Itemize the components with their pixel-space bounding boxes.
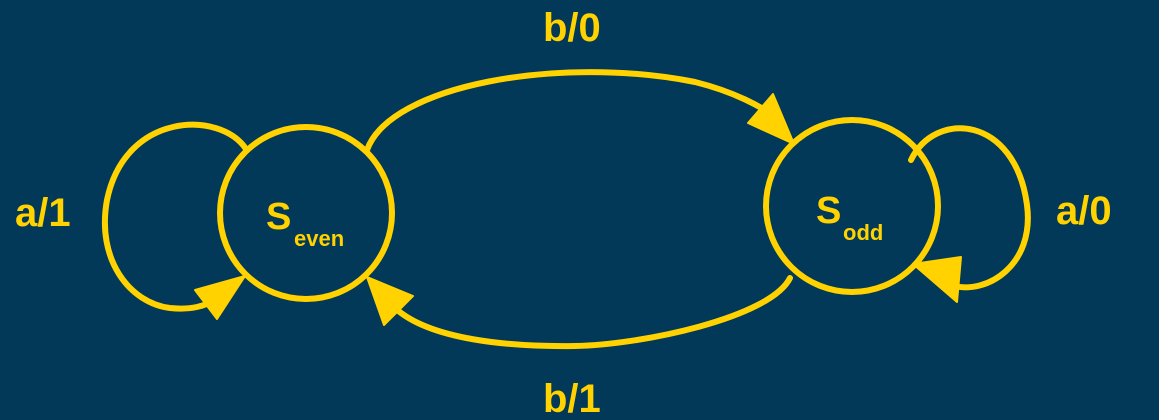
arrowhead-self-loop-odd xyxy=(912,256,962,303)
arrowhead-even-to-odd xyxy=(747,93,795,145)
state-even-main-label: S xyxy=(266,196,291,238)
arrowhead-self-loop-even xyxy=(194,275,246,320)
transition-even-to-odd-label: b/0 xyxy=(543,6,601,50)
self-loop-even xyxy=(101,121,249,312)
edge-odd-to-even xyxy=(392,275,793,350)
state-node-odd: S odd xyxy=(763,117,941,295)
state-node-even: S even xyxy=(217,124,395,302)
transition-even-self-label: a/1 xyxy=(15,191,71,235)
transition-odd-self-label: a/0 xyxy=(1056,189,1112,233)
state-circle-even xyxy=(217,124,395,302)
state-circle-odd xyxy=(763,117,941,295)
arrowhead-odd-to-even xyxy=(366,276,414,326)
transition-odd-to-even-label: b/1 xyxy=(543,377,601,420)
edge-even-to-odd xyxy=(364,69,784,153)
state-odd-main-label: S xyxy=(816,190,841,232)
self-loop-odd xyxy=(908,125,1031,291)
state-even-sub-label: even xyxy=(294,226,344,251)
state-odd-sub-label: odd xyxy=(843,220,883,245)
